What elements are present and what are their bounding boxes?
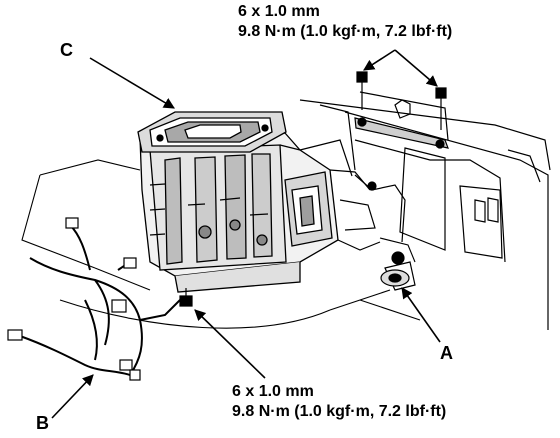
arrow-top-right <box>394 49 438 87</box>
upper-bolt-right <box>435 87 447 130</box>
arrow-b <box>51 374 94 419</box>
arrow-bottom <box>194 309 266 379</box>
bottom-spec-torque: 9.8 N·m (1.0 kgf·m, 7.2 lbf·ft) <box>232 403 447 420</box>
heater-unit <box>139 132 339 293</box>
arrow-c <box>89 57 175 109</box>
harness-connectors <box>7 217 141 381</box>
bottom-spec-size: 6 x 1.0 mm <box>232 383 314 400</box>
callout-a: A <box>440 343 453 363</box>
arrow-top-left <box>363 49 396 71</box>
arrow-a <box>401 287 441 343</box>
top-spec-size: 6 x 1.0 mm <box>238 3 320 20</box>
dashboard-outline <box>299 91 551 330</box>
lower-bolt <box>179 288 193 307</box>
upper-bolt-left <box>356 71 368 110</box>
leader-lines <box>51 49 441 419</box>
upper-bracket <box>354 117 449 149</box>
top-spec-torque: 9.8 N·m (1.0 kgf·m, 7.2 lbf·ft) <box>238 23 453 40</box>
floor-outline <box>21 159 421 329</box>
callout-c: C <box>60 40 73 60</box>
drain-grommet <box>380 269 410 287</box>
evaporator-cover <box>137 111 287 153</box>
callout-b: B <box>36 413 49 433</box>
